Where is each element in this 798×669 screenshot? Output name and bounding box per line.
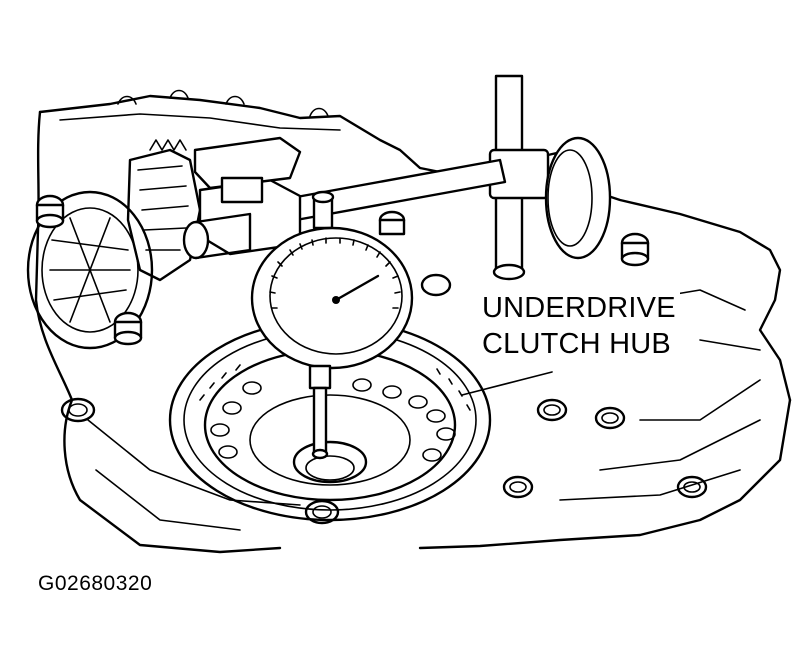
dial-indicator-stand (182, 74, 612, 281)
callout-line-2: CLUTCH HUB (482, 328, 671, 360)
case-bolts (35, 194, 708, 525)
underdrive-clutch-hub (168, 318, 492, 522)
threaded-hole-right-2 (594, 406, 626, 430)
threaded-hole-right-4 (676, 475, 708, 499)
threaded-hole-left (60, 397, 96, 423)
figure-id: G02680320 (38, 572, 153, 595)
callout-line-1: UNDERDRIVE (482, 292, 676, 324)
callout-leader-line (461, 371, 553, 396)
bolt-top-left (35, 194, 65, 229)
bolt-right (620, 232, 650, 267)
left-gear-assembly (26, 139, 202, 350)
threaded-hole-right-1 (536, 398, 568, 422)
bolt-top-center (378, 210, 406, 236)
hub-holes (210, 378, 456, 462)
bolt-left-mid (113, 311, 143, 346)
dial-indicator (250, 226, 414, 460)
underdrive-clutch-hub-callout: UNDERDRIVE CLUTCH HUB (478, 290, 680, 362)
threaded-hole-right-3 (502, 475, 534, 499)
threaded-hole-top (420, 273, 452, 297)
